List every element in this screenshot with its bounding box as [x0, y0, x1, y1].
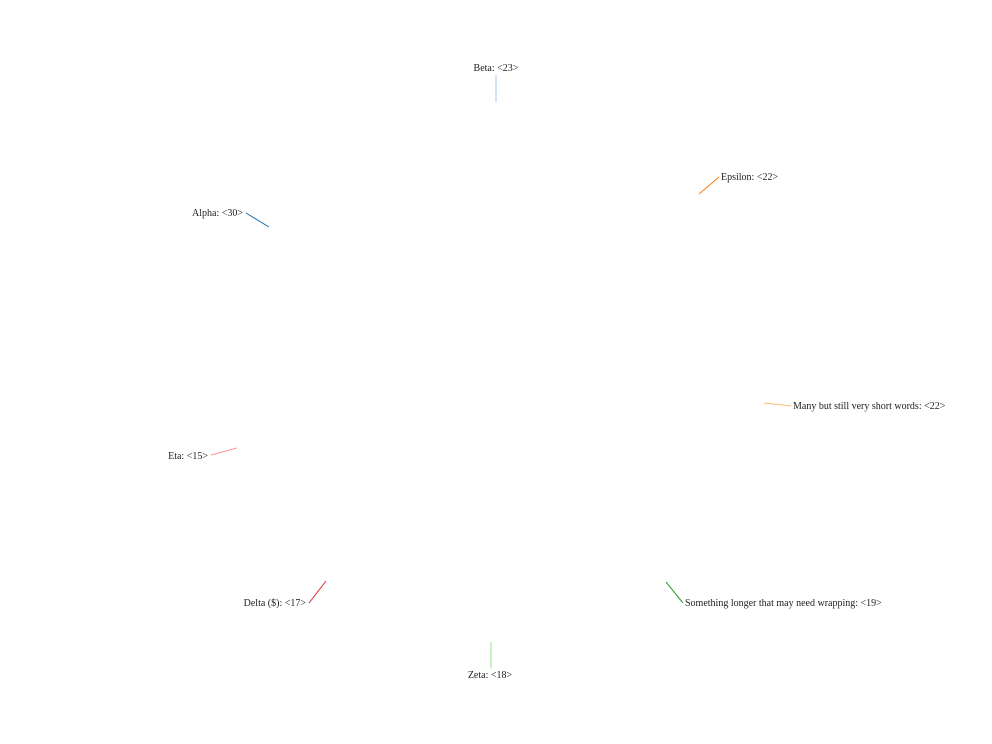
- slice-label-beta: Beta: <23>: [474, 63, 519, 74]
- slice-label-something-longer: Something longer that may need wrapping:…: [685, 598, 882, 609]
- slice-label-delta: Delta ($): <17>: [244, 598, 307, 609]
- slice-label-eta: Eta: <15>: [168, 451, 208, 462]
- leader-line-alpha: [245, 212, 270, 228]
- leader-line-epsilon: [698, 176, 720, 195]
- slice-label-zeta: Zeta: <18>: [468, 670, 513, 681]
- slice-label-many-words: Many but still very short words: <22>: [793, 401, 946, 412]
- pie-labels: Alpha: <30> Beta: <23> Epsilon: <22> Man…: [168, 63, 946, 681]
- leader-line-delta: [308, 580, 327, 604]
- pie-leader-lines: [210, 75, 792, 668]
- slice-label-alpha: Alpha: <30>: [192, 208, 243, 219]
- leader-line-many-words: [763, 402, 792, 407]
- leader-line-eta: [210, 447, 238, 456]
- leader-line-something-longer: [665, 581, 684, 604]
- slice-label-epsilon: Epsilon: <22>: [721, 172, 778, 183]
